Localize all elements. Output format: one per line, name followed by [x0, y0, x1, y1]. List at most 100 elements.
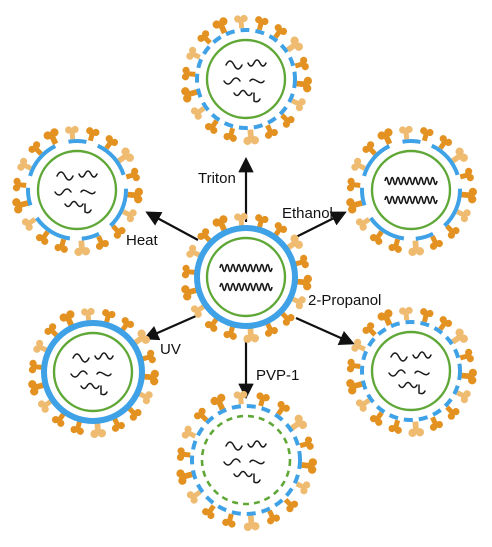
- spike-protein: [181, 66, 196, 81]
- label-ethanol: Ethanol: [282, 205, 333, 222]
- rna-genome-coil: [219, 263, 273, 273]
- spike-protein: [223, 127, 237, 142]
- spike-protein: [138, 391, 153, 405]
- spike-protein: [399, 125, 413, 140]
- rna-fragment: [96, 371, 112, 377]
- spike-protein: [267, 509, 281, 525]
- spike-protein: [355, 217, 371, 231]
- spike-protein: [291, 296, 306, 310]
- lipid-envelope: [360, 139, 462, 241]
- spike-protein: [377, 309, 393, 327]
- spike-protein: [276, 401, 290, 416]
- spike-protein: [299, 436, 314, 450]
- spike-protein: [233, 390, 248, 405]
- spike-protein: [294, 56, 309, 71]
- spike-protein: [143, 369, 159, 386]
- spike-protein: [456, 390, 471, 404]
- spike-protein: [451, 147, 468, 164]
- spike-protein: [459, 167, 474, 182]
- label-pvp1: PVP-1: [256, 367, 300, 384]
- rna-fragment: [390, 352, 408, 362]
- spike-protein: [176, 447, 191, 461]
- spike-protein: [181, 285, 198, 301]
- rna-fragment: [253, 92, 261, 103]
- spike-protein: [456, 209, 471, 223]
- spike-protein: [295, 481, 311, 495]
- spike-protein: [420, 127, 434, 142]
- spike-protein: [111, 417, 125, 432]
- rna-fragment: [54, 188, 72, 196]
- spike-protein: [429, 416, 443, 431]
- spike-protein: [28, 380, 45, 396]
- spike-protein: [181, 425, 197, 439]
- spike-protein: [388, 419, 402, 434]
- lipid-envelope: [195, 28, 297, 130]
- spike-protein: [234, 212, 248, 227]
- label-2propanol: 2-Propanol: [308, 292, 382, 309]
- spike-protein: [70, 420, 84, 435]
- spike-protein: [210, 393, 226, 411]
- spike-protein: [125, 167, 140, 182]
- rna-fragment: [249, 459, 265, 465]
- spike-protein: [351, 338, 366, 352]
- spike-protein: [355, 398, 371, 412]
- spike-protein: [28, 141, 43, 156]
- spike-protein: [17, 157, 32, 171]
- spike-protein: [438, 316, 453, 331]
- spike-protein: [127, 406, 142, 421]
- spike-protein: [111, 224, 126, 239]
- rna-fragment: [414, 370, 430, 376]
- lipid-envelope: [190, 404, 302, 516]
- spike-protein: [102, 309, 116, 324]
- spike-protein: [346, 379, 363, 395]
- spike-protein: [186, 46, 201, 60]
- rna-fragment: [80, 189, 96, 195]
- lipid-envelope: [41, 320, 145, 424]
- virion-2propanol: [346, 306, 477, 438]
- spike-protein: [28, 359, 43, 374]
- spike-protein: [243, 129, 260, 146]
- spike-protein: [256, 392, 270, 407]
- capsid-shell: [205, 236, 287, 318]
- spike-protein: [35, 230, 50, 245]
- spike-protein: [176, 469, 193, 485]
- spike-protein: [291, 98, 306, 112]
- label-heat: Heat: [126, 232, 158, 249]
- spike-protein: [264, 322, 278, 337]
- spike-protein: [438, 135, 453, 150]
- spike-protein: [243, 515, 260, 531]
- spike-protein: [280, 113, 295, 128]
- spike-protein: [296, 274, 312, 291]
- capsid-shell: [370, 330, 452, 412]
- spike-protein: [65, 125, 79, 140]
- spike-protein: [202, 504, 216, 519]
- spike-protein: [181, 264, 196, 279]
- spike-protein: [388, 238, 402, 253]
- capsid-shell: [370, 149, 452, 231]
- rna-fragment: [418, 384, 426, 395]
- spike-protein: [451, 328, 468, 345]
- rna-fragment: [225, 60, 243, 70]
- rna-fragment: [388, 369, 406, 377]
- virion-triton: [181, 14, 312, 146]
- arrow-ethanol: [293, 211, 347, 239]
- spike-protein: [90, 422, 107, 439]
- spike-protein: [95, 235, 109, 250]
- spike-protein: [122, 209, 137, 223]
- rna-fragment: [253, 473, 261, 484]
- spike-protein: [459, 348, 474, 363]
- spike-protein: [377, 128, 393, 146]
- rna-fragment: [64, 200, 84, 208]
- spike-protein: [193, 407, 209, 423]
- spike-protein: [212, 17, 228, 35]
- spike-protein: [12, 177, 27, 192]
- spike-protein: [290, 414, 308, 431]
- spike-protein: [186, 244, 201, 258]
- spike-protein: [369, 230, 384, 245]
- spike-protein: [273, 24, 288, 39]
- capsid-shell: [52, 331, 134, 413]
- spike-protein: [264, 124, 278, 139]
- rna-fragment: [223, 77, 241, 85]
- label-triton: Triton: [198, 170, 236, 187]
